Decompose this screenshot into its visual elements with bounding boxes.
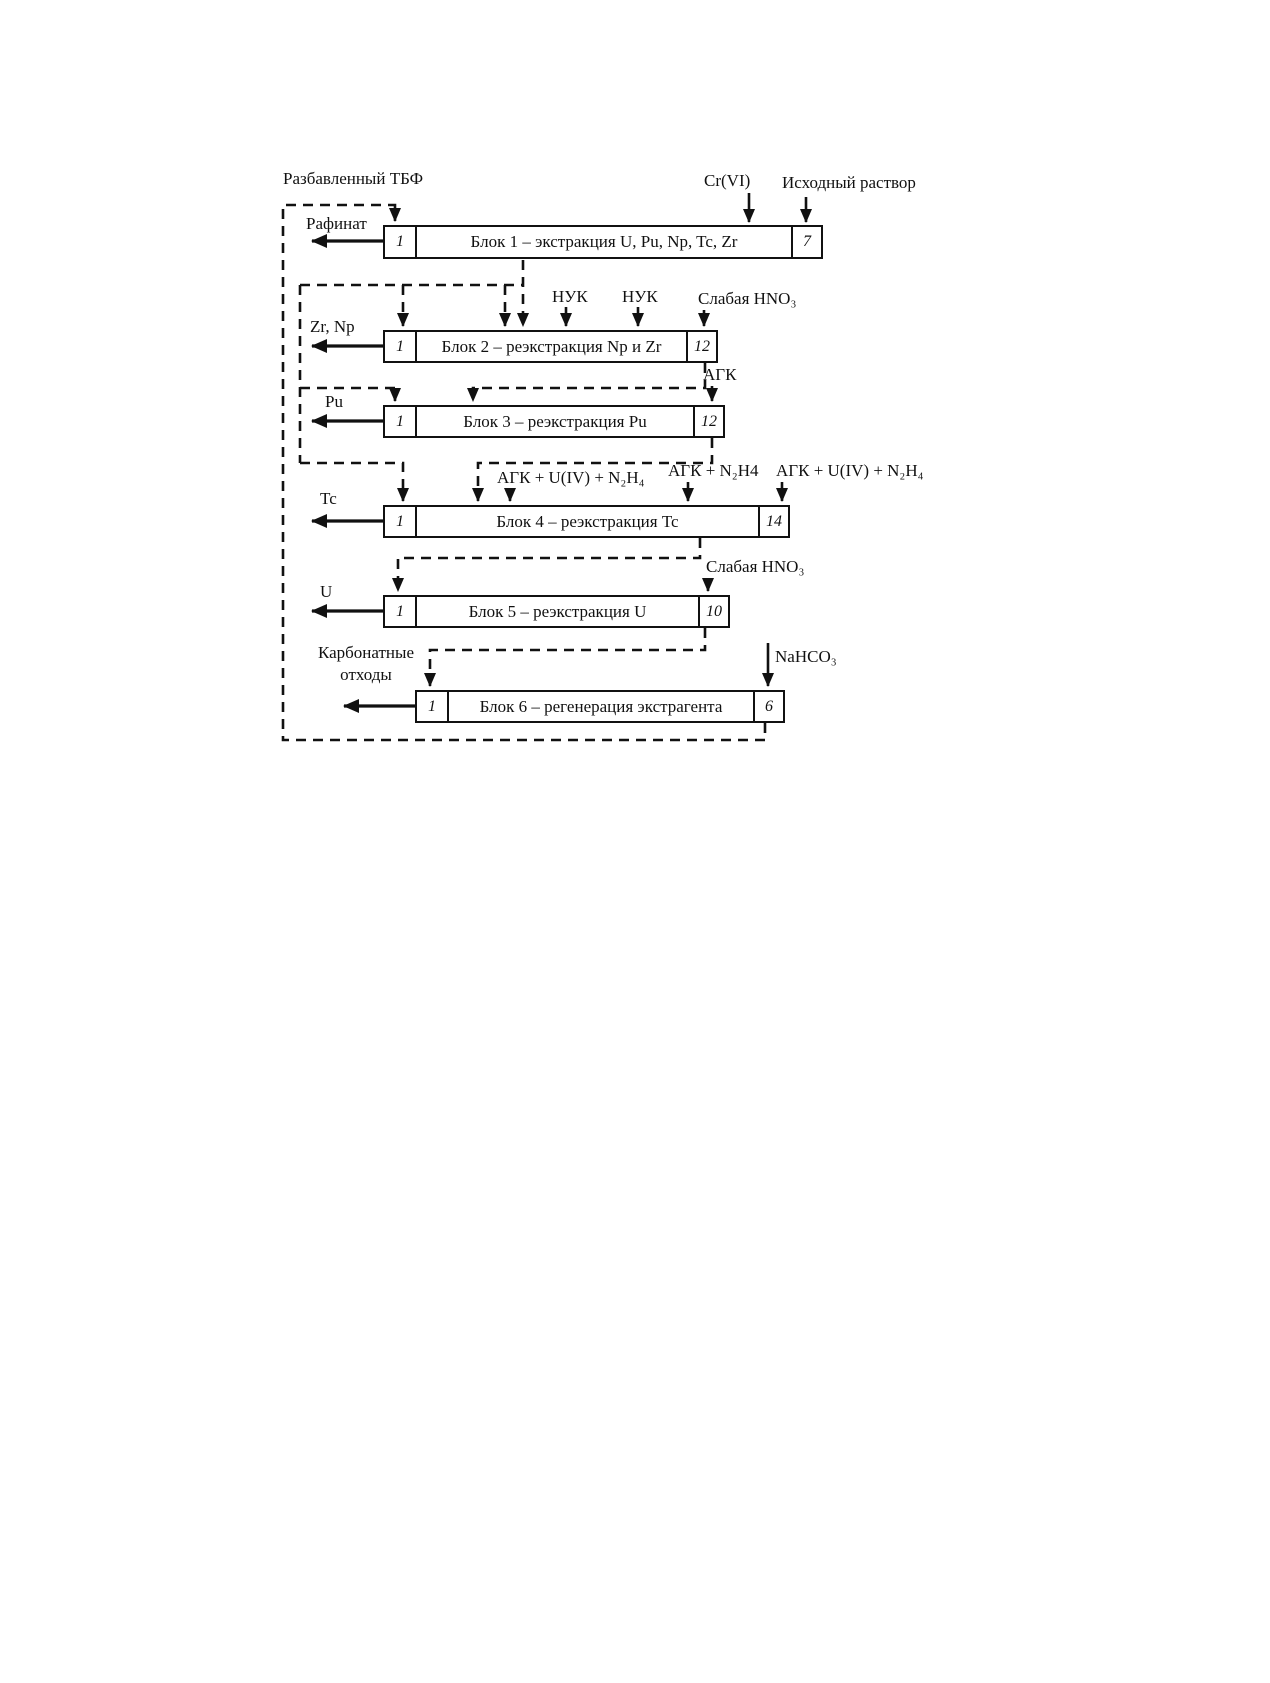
block-6-name: Блок 6 – регенерация экстрагента: [479, 696, 723, 716]
nuk2-label: НУК: [622, 287, 658, 306]
block-5-name: Блок 5 – реэкстракция U: [468, 601, 647, 621]
block-3: 1 Блок 3 – реэкстракция Pu 12: [383, 405, 725, 438]
tc-label: Tc: [320, 489, 337, 508]
block-6-stage-right: 6: [753, 692, 783, 721]
block-4-name: Блок 4 – реэкстракция Tc: [496, 511, 679, 531]
block-6: 1 Блок 6 – регенерация экстрагента 6: [415, 690, 785, 723]
block-2-stage-right: 12: [686, 332, 716, 361]
organic-phase-lines: [281, 203, 767, 742]
agk-u4-n2h4-label-2: АГК + U(IV) + N₂H₄: [776, 461, 924, 480]
block-3-name: Блок 3 – реэкстракция Pu: [463, 411, 647, 431]
block-2-name: Блок 2 – реэкстракция Np и Zr: [441, 336, 662, 356]
raffinate-label: Рафинат: [306, 214, 367, 233]
organic-into-block4-stage1: [300, 461, 409, 502]
nuk1-label: НУК: [552, 287, 588, 306]
block-2-stage-left: 1: [385, 332, 417, 361]
block-1: 1 Блок 1 – экстракция U, Pu, Np, Tc, Zr …: [383, 225, 823, 259]
carbonate-waste-label: Карбонатные отходы: [317, 643, 414, 685]
weak-hno3-block2-label: Слабая HNO₃: [698, 289, 797, 308]
block-1-name: Блок 1 – экстракция U, Pu, Np, Tc, Zr: [470, 232, 738, 251]
agk-n2h4-label: АГК + N₂H4: [668, 461, 759, 480]
block-4-stage-left: 1: [385, 507, 417, 536]
organic-block4-to-block5: [392, 538, 702, 592]
block-6-stage-left: 1: [417, 692, 449, 721]
organic-block3-to-block4: [472, 438, 714, 502]
block-3-stage-right: 12: [693, 407, 723, 436]
organic-block5-to-block6: [424, 628, 707, 687]
feed-solution-label: Исходный раствор: [782, 173, 916, 192]
crvi-label: Cr(VI): [704, 171, 751, 190]
organic-feed-label: Разбавленный ТБФ: [283, 169, 424, 188]
product-output-arrows: [311, 234, 415, 713]
weak-hno3-block5-label: Слабая HNO₃: [706, 557, 805, 576]
u-label: U: [320, 582, 333, 601]
agk-u4-n2h4-label-1: АГК + U(IV) + N₂H₄: [497, 468, 645, 487]
extractant-recycle-line: [281, 203, 767, 742]
zr-np-label: Zr, Np: [310, 317, 355, 336]
agk-label: АГК: [703, 365, 737, 384]
pu-label: Pu: [325, 392, 343, 411]
organic-into-block3-stage1: [300, 386, 401, 402]
block-5-stage-right: 10: [698, 597, 728, 626]
block-4: 1 Блок 4 – реэкстракция Tc 14: [383, 505, 790, 538]
block-1-stage-right: 7: [791, 227, 821, 257]
nahco3-label: NaHCO₃: [775, 647, 837, 666]
block-5: 1 Блок 5 – реэкстракция U 10: [383, 595, 730, 628]
block-4-stage-right: 14: [758, 507, 788, 536]
block-2: 1 Блок 2 – реэкстракция Np и Zr 12: [383, 330, 718, 363]
block-3-stage-left: 1: [385, 407, 417, 436]
block-5-stage-left: 1: [385, 597, 417, 626]
organic-block2-to-block3: [467, 363, 707, 402]
aqueous-input-arrows: [504, 193, 812, 687]
block-1-stage-left: 1: [385, 227, 417, 257]
